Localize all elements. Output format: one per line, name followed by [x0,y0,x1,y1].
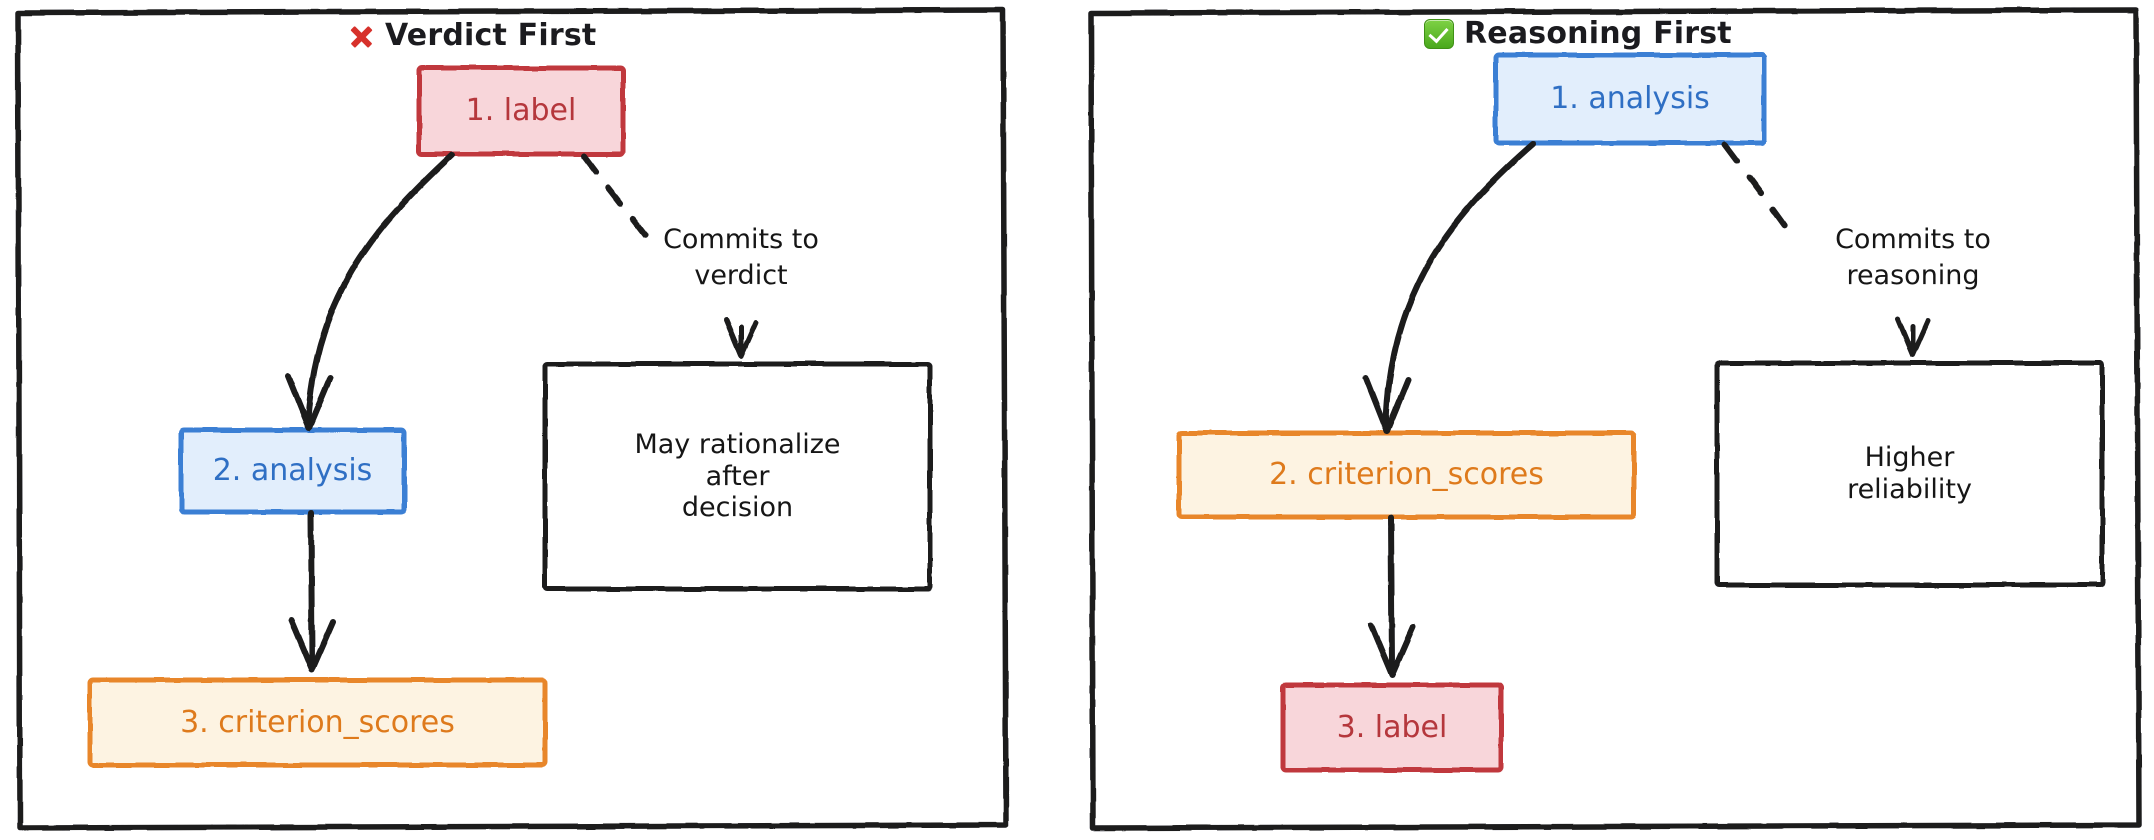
node-reasoning-step2[interactable]: 2. criterion_scores [1179,433,1634,517]
node-verdict-step1[interactable]: 1. label [419,68,623,154]
panel-title-verdict-first: Verdict First [347,18,596,53]
edge-label-reasoning: Commits to reasoning [1835,224,1991,291]
outcome-verdict-text: May rationalize after decision [634,428,841,524]
node-verdict-step3-label: 3. criterion_scores [180,704,455,740]
node-verdict-step3[interactable]: 3. criterion_scores [90,680,545,765]
outcome-reasoning-text: Higher reliability [1847,442,1972,505]
panel-title-reasoning-first: Reasoning First [1424,16,1732,51]
outcome-verdict: May rationalize after decision [545,364,930,589]
node-reasoning-step2-label: 2. criterion_scores [1269,457,1544,493]
panel-title-verdict-first-label: Verdict First [385,18,597,53]
node-reasoning-step3[interactable]: 3. label [1283,685,1501,770]
node-reasoning-step3-label: 3. label [1336,709,1448,745]
outcome-reasoning: Higher reliability [1717,363,2102,585]
panel-title-reasoning-first-label: Reasoning First [1464,16,1732,51]
check-mark-icon [1424,18,1454,49]
node-verdict-step1-label: 1. label [465,93,577,129]
node-verdict-step2-label: 2. analysis [212,453,373,489]
node-verdict-step2[interactable]: 2. analysis [181,430,404,512]
node-reasoning-step1[interactable]: 1. analysis [1496,55,1764,143]
node-reasoning-step1-label: 1. analysis [1550,81,1710,117]
cross-mark-icon [347,22,375,50]
edge-label-verdict: Commits to verdict [663,224,819,291]
